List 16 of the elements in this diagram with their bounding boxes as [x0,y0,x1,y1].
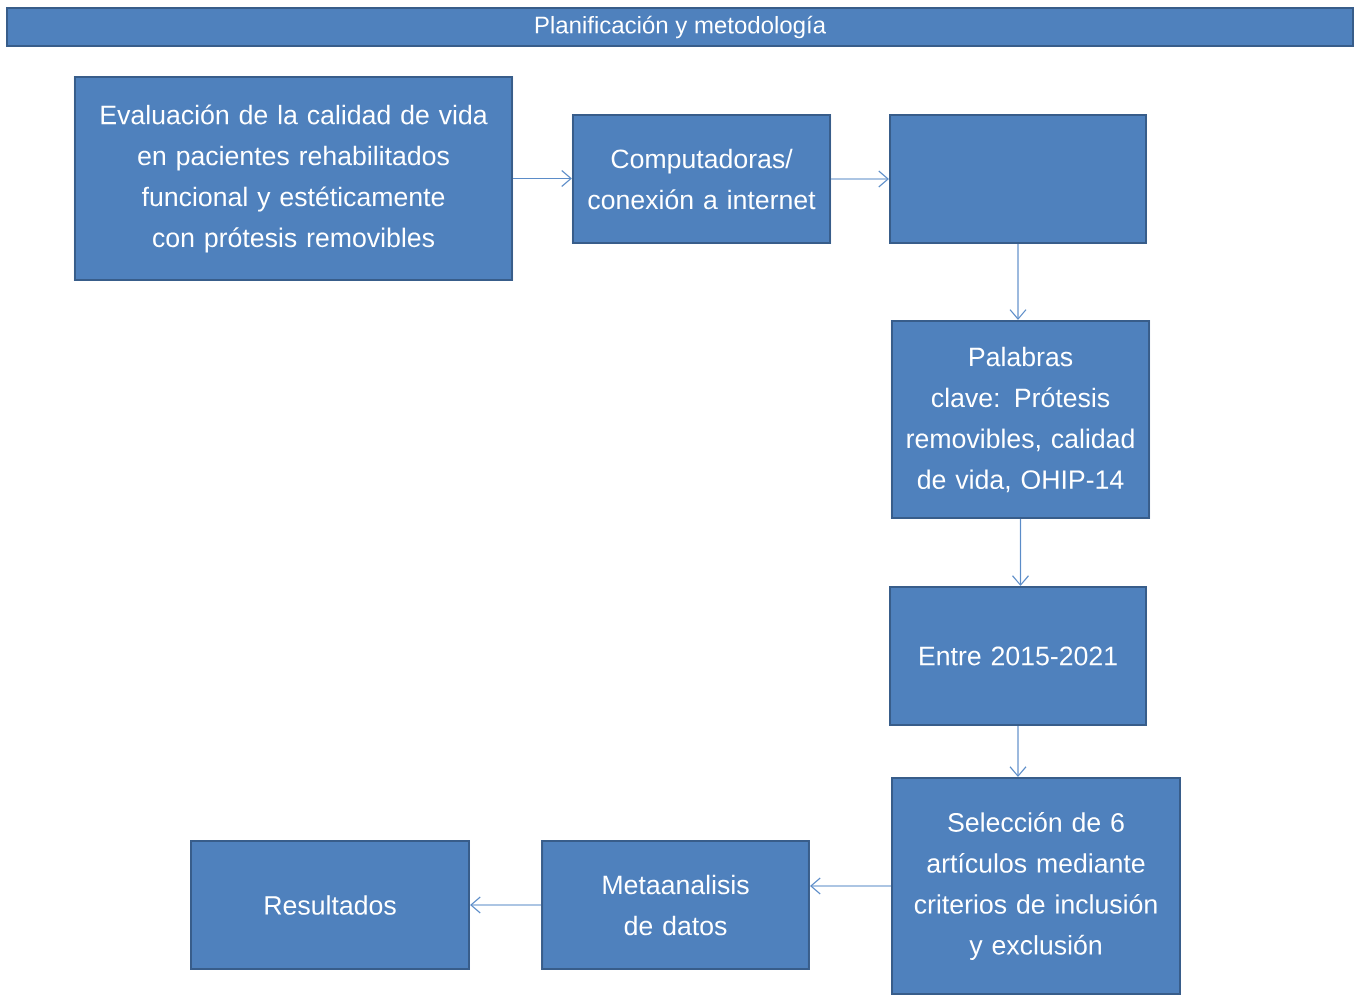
title-band: Planificación y metodología [6,7,1354,47]
arrow [809,877,892,895]
process-box: Metaanalisis de datos [541,840,810,970]
arrow [470,896,542,914]
process-box: Selección de 6 artículos mediante criterios de inclusión y exclusión [891,777,1181,995]
arrow [1011,518,1030,586]
arrow [830,170,889,188]
empty-box [889,114,1147,244]
arrow [1009,725,1027,777]
arrow [1009,243,1027,320]
arrow [512,169,572,188]
process-box: Resultados [190,840,470,970]
process-box: Entre 2015-2021 [889,586,1147,726]
process-box: Computadoras/ conexión a internet [571,114,832,244]
process-box: Palabras clave: Prótesis removibles, calidad de vida, OHIP-14 [890,319,1151,520]
process-box: Evaluación de la calidad de vida en pacientes rehabilitados funcional y estéticamente con prótesis removibles [73,76,514,281]
